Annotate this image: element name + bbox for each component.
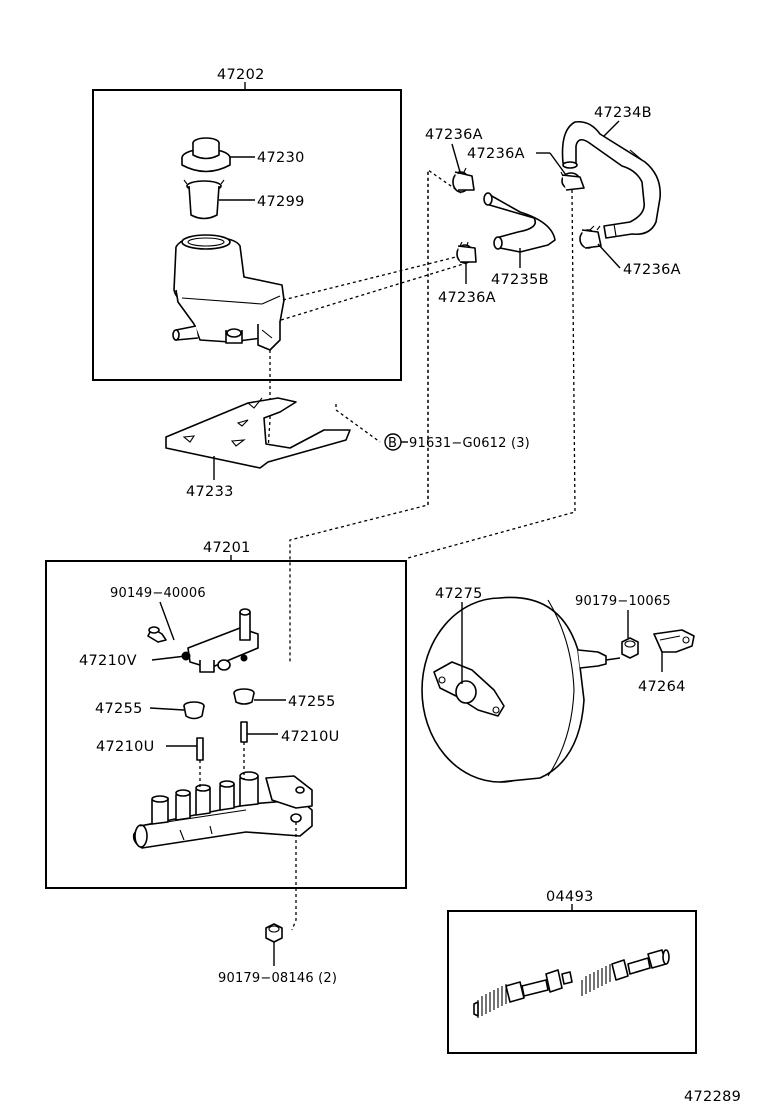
clamp-47236A-top bbox=[452, 167, 475, 193]
nut-90179-10065 bbox=[621, 637, 639, 659]
label-47201: 47201 bbox=[203, 540, 251, 556]
label-circle-b: B bbox=[388, 436, 397, 451]
clevis-47264 bbox=[653, 629, 695, 653]
label-47236A-c: 47236A bbox=[438, 290, 496, 306]
label-47299: 47299 bbox=[257, 194, 305, 210]
clamp-47236A-bottom bbox=[456, 241, 477, 264]
label-47255-b: 47255 bbox=[288, 694, 336, 710]
label-04493: 04493 bbox=[546, 889, 594, 905]
grommet-47255-right bbox=[233, 688, 255, 705]
pin-47210U-right bbox=[240, 721, 248, 743]
label-47210U-b: 47210U bbox=[281, 729, 340, 745]
label-47275: 47275 bbox=[435, 586, 483, 602]
bolt-90149-40006 bbox=[147, 626, 167, 643]
label-47202: 47202 bbox=[217, 67, 265, 83]
reservoir-tank bbox=[172, 234, 285, 351]
reservoir-cap-47230 bbox=[181, 137, 231, 173]
clamp-47236A-right bbox=[579, 225, 602, 249]
label-47233: 47233 bbox=[186, 484, 234, 500]
label-90149: 90149−40006 bbox=[110, 586, 206, 601]
label-90179-08146: 90179−08146 (2) bbox=[218, 971, 337, 986]
label-91631: 91631−G0612 (3) bbox=[409, 436, 530, 451]
master-cylinder-group-box bbox=[45, 560, 407, 889]
reservoir-filter-47299 bbox=[183, 179, 225, 220]
label-47264: 47264 bbox=[638, 679, 686, 695]
label-47230: 47230 bbox=[257, 150, 305, 166]
grommet-47255-left bbox=[183, 701, 205, 720]
piston-assembly-right bbox=[581, 949, 670, 996]
union-47210V bbox=[181, 608, 259, 673]
label-47236A-b: 47236A bbox=[467, 146, 525, 162]
master-cylinder-body bbox=[132, 771, 313, 849]
reservoir-group-box bbox=[92, 89, 402, 381]
pin-47210U-left bbox=[196, 737, 204, 761]
diagram-id: 472289 bbox=[684, 1089, 741, 1105]
hose-47234B bbox=[561, 120, 662, 239]
hose-47235B bbox=[483, 192, 556, 253]
label-47210U-a: 47210U bbox=[96, 739, 155, 755]
label-47236A-d: 47236A bbox=[623, 262, 681, 278]
label-47210V: 47210V bbox=[79, 653, 137, 669]
nut-90179-08146 bbox=[265, 923, 283, 943]
piston-assembly-left bbox=[473, 969, 573, 1018]
label-47234B: 47234B bbox=[594, 105, 652, 121]
label-47236A-a: 47236A bbox=[425, 127, 483, 143]
bracket-47233 bbox=[165, 397, 351, 469]
label-47235B: 47235B bbox=[491, 272, 549, 288]
label-47255-a: 47255 bbox=[95, 701, 143, 717]
brake-booster-47275 bbox=[421, 596, 621, 783]
label-90179-10065: 90179−10065 bbox=[575, 594, 671, 609]
clamp-47236A-center bbox=[560, 171, 585, 191]
